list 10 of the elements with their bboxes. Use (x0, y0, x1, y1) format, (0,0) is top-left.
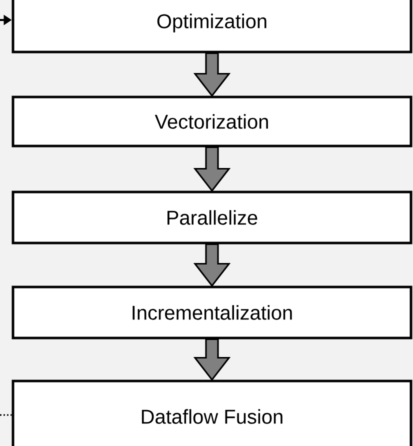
process-box: Vectorization (12, 96, 412, 148)
connector-line (0, 414, 12, 416)
process-box: Parallelize (12, 190, 412, 244)
process-box: Dataflow Fusion (12, 380, 412, 446)
block-arrow (193, 338, 231, 382)
process-box: Incrementalization (12, 286, 412, 340)
block-arrow (193, 52, 231, 98)
process-box: Optimization (12, 0, 412, 54)
block-arrow (193, 243, 231, 288)
block-arrow (193, 146, 231, 192)
